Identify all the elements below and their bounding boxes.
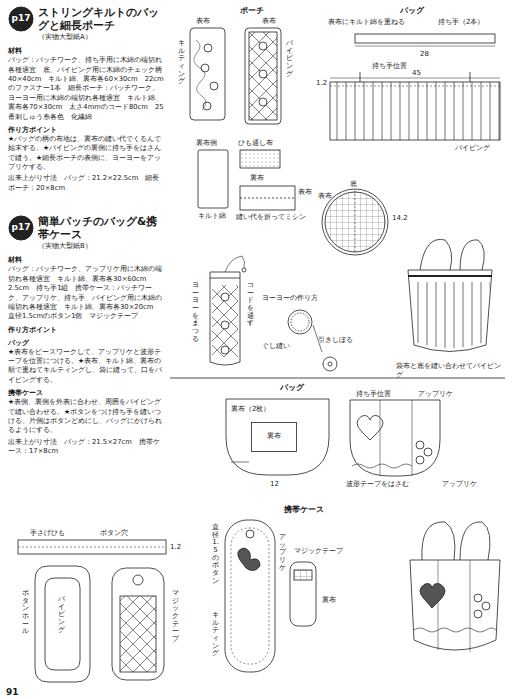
part-label: 表布 [298, 188, 312, 197]
piece-label: 裏布（2枚） [225, 398, 330, 414]
vertical-label: キルティング [178, 40, 185, 86]
pattern-note: （実物大型紙B） [8, 241, 166, 251]
handle-strip [355, 34, 495, 43]
bag-panel [330, 82, 500, 140]
yoyo [323, 357, 337, 371]
subheading: 材料 [8, 46, 166, 56]
part-label: 12 [270, 480, 279, 489]
part-label: 表布 [196, 17, 210, 26]
body-text: ★表布をピースワークして、アップリケと波形テープを位置につける。★表布、キルト綿… [8, 348, 166, 386]
pouch-piece [240, 186, 295, 210]
part-label: 表布 [318, 192, 332, 201]
phone-case [112, 568, 164, 680]
subheading: 材料 [8, 255, 166, 265]
vertical-label: 直径1.5のボタン [212, 524, 219, 586]
vertical-label: マジックテープ [172, 590, 179, 644]
part-label: ひも通し布 [238, 139, 273, 148]
subheading: 作り方ポイント [8, 325, 166, 335]
page-badge: p17 [8, 6, 34, 32]
lining-piece [198, 150, 228, 208]
body-text: ★バッグの柄の布地は、裏布の縫い代でくるんで始末する。★パイピングの裏側に持ち手… [8, 135, 166, 173]
casing-piece [240, 150, 280, 168]
part-label: 表布にキルト綿を重ねる [328, 18, 423, 27]
part-label: 携帯ケース [284, 505, 324, 515]
part-label: 底 [350, 180, 357, 189]
vertical-label: パイピング [58, 596, 65, 634]
part-label: 45 [412, 69, 421, 78]
part-label: アップリケ [418, 390, 453, 399]
case-back [290, 562, 316, 626]
part-label: 28 [420, 50, 429, 59]
body-text: 出来上がり寸法 バッグ：21.5×27cm 携帯ケース：17×8cm [8, 438, 166, 457]
part-label: アップリケ [442, 480, 477, 489]
pattern-piece: 裏布（2枚） 裏布 [225, 398, 330, 476]
part-label: 裏布側 [196, 139, 217, 148]
part-label: ポーチ [240, 6, 264, 16]
part-label: 裏布 [250, 174, 264, 183]
part-label: 1.2 [170, 543, 181, 552]
body-text: 出来上がり寸法 バッグ：21.2×22.5cm 細長ポーチ：20×8cm [8, 174, 166, 193]
strap [18, 540, 166, 554]
vertical-label: パイピング [286, 40, 293, 78]
vertical-label: ヨーヨーをまつる [192, 282, 199, 344]
pattern-note: （実物大型紙A） [8, 32, 166, 42]
subheading: バッグ [8, 338, 166, 348]
part-label: 14.2 [392, 214, 408, 223]
part-label: 持ち手位置 [372, 62, 407, 71]
subheading: 作り方ポイント [8, 125, 166, 135]
tote [410, 560, 500, 650]
part-label: 波形テープをはさむ [346, 480, 416, 489]
yoyo [288, 310, 312, 334]
part-label: ぐし縫い [262, 342, 290, 351]
part-label: ボタン穴 [100, 529, 128, 538]
part-label: 裏布 [322, 596, 336, 605]
body-text: ★表側、裏側を外表に合わせ、周囲をパイピングで縫い合わせる。★ボタンをつけ持ち手… [8, 398, 166, 436]
bag-body [408, 270, 492, 352]
part-label: 持ち手位置 [356, 390, 391, 399]
part-label: マジックテープ [294, 547, 343, 556]
applique-panel [350, 400, 440, 476]
page-badge: p17 [8, 215, 34, 241]
body-text: バッグ：パッチワーク、持ち手用に木綿の端切れ各種適宜 底、パイピング用に木綿のチ… [8, 56, 166, 122]
part-label: 91 [6, 687, 19, 698]
heart [357, 416, 383, 441]
case-pattern [225, 520, 275, 672]
page-number-badge-text: p17 [8, 6, 34, 23]
vertical-label: ボタンホール [22, 590, 29, 636]
drawstring-pouch [210, 272, 240, 365]
pouch-panel [190, 28, 225, 120]
part-label: 袋布と底を縫い合わせてパイピング [396, 362, 504, 380]
part-label: 1.2 [316, 79, 327, 88]
part-label: パイピング [455, 144, 490, 153]
handle-loop [35, 566, 90, 682]
subheading: 携帯ケース [8, 388, 166, 398]
part-label: 引きしぼる [318, 336, 353, 345]
part-label: キルト綿 [198, 212, 226, 221]
part-label: 手さげひも [30, 529, 65, 538]
part-label: バッグ [400, 6, 424, 16]
part-label: バッグ [280, 383, 304, 393]
vertical-label: コードを通す [247, 282, 254, 328]
part-label: 縫い代を折ってミシン [236, 213, 316, 222]
vertical-label: キルティング [212, 612, 219, 658]
part-label: 表布 [262, 17, 276, 26]
page-number-badge-text: p17 [8, 215, 34, 232]
piece-label: 裏布 [251, 422, 297, 441]
pouch-panel [245, 28, 281, 124]
body-text: バッグ：パッチワーク、アップリケ用に木綿の端切れ各種適宜 キルト綿、裏布各30×… [8, 265, 166, 321]
pocket-piece: 裏布 [251, 422, 297, 452]
part-label: ヨーヨーの作り方 [262, 294, 332, 303]
vertical-label: アップリケ [279, 534, 286, 572]
part-label: 持ち手（2本） [438, 18, 484, 27]
